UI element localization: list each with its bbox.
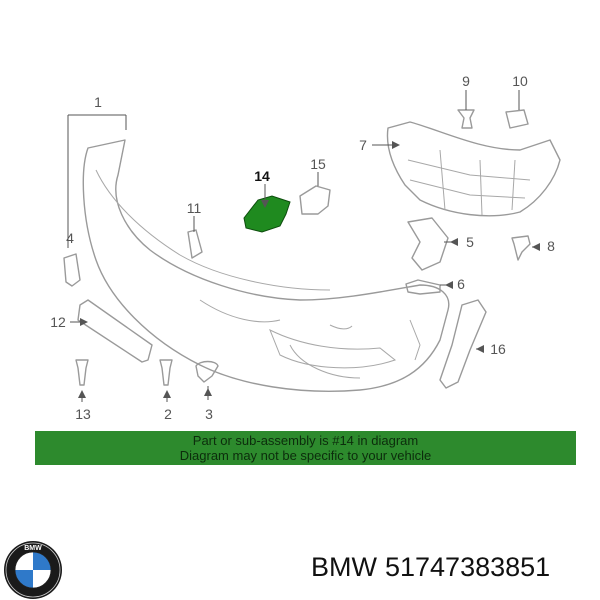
side-bracket	[407, 217, 449, 271]
brand-name: BMW	[311, 552, 377, 582]
callout-5: 5	[466, 234, 474, 250]
callout-15: 15	[310, 156, 326, 172]
license-plate-bracket	[77, 299, 153, 363]
callout-11: 11	[187, 200, 202, 216]
callout-12: 12	[50, 314, 66, 330]
callout-7: 7	[359, 137, 367, 153]
nut-3	[195, 360, 219, 383]
callout-16: 16	[490, 341, 506, 357]
bracket-15	[299, 185, 331, 215]
push-clip-8	[511, 235, 531, 261]
part-number: 51747383851	[384, 552, 551, 582]
bmw-logo-text: BMW	[24, 545, 42, 552]
trim-strip	[439, 299, 487, 389]
clip-nut-10	[505, 109, 529, 129]
push-clip-9	[457, 109, 475, 129]
callout-3: 3	[205, 406, 213, 420]
callout-14: 14	[254, 168, 270, 184]
callout-13: 13	[75, 406, 91, 420]
callout-8: 8	[547, 238, 555, 254]
fasteners	[75, 109, 531, 386]
banner-line-2: Diagram may not be specific to your vehi…	[179, 448, 432, 463]
bmw-logo: BMW	[4, 541, 62, 599]
callout-6: 6	[457, 276, 465, 292]
small-trim-piece	[63, 253, 81, 287]
grille-carrier	[386, 121, 561, 217]
callout-1: 1	[94, 94, 102, 110]
banner-line-1: Part or sub-assembly is #14 in diagram	[192, 433, 419, 448]
callout-10: 10	[512, 73, 528, 89]
parts-diagram: 1 2 3 4 5 6 7 8 9 10 11 12 13 14 15 16	[50, 73, 561, 420]
clip-part	[405, 279, 441, 295]
callout-2: 2	[164, 406, 172, 420]
screw-13	[75, 359, 89, 386]
highlighted-part-14	[243, 195, 291, 233]
callout-9: 9	[462, 73, 470, 89]
arrowheads	[78, 141, 540, 398]
screw-2	[159, 359, 173, 386]
info-banner: Part or sub-assembly is #14 in diagram D…	[35, 431, 576, 465]
callout-4: 4	[66, 230, 74, 246]
bumper-cover	[82, 139, 450, 392]
mount-bracket-11	[187, 229, 203, 259]
